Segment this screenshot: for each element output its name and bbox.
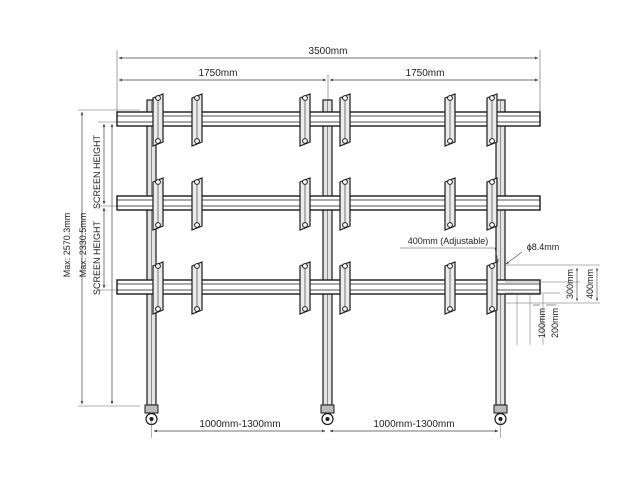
- leg-spacing-right-label: 1000mm-1300mm: [373, 419, 454, 430]
- screen-bracket: [299, 261, 311, 315]
- max-height-outer-label: Max: 2570.3mm: [62, 213, 72, 278]
- d400-label: 400mm: [585, 269, 595, 299]
- screen-bracket: [444, 93, 456, 147]
- half-width-right-label: 1750mm: [406, 68, 445, 79]
- screen-bracket: [299, 177, 311, 231]
- bottom-dimensions: 1000mm-1300mm 1000mm-1300mm: [151, 419, 501, 438]
- rail-bottom: [116, 279, 541, 295]
- top-dimensions: 3500mm 1750mm 1750mm: [116, 46, 541, 112]
- screen-bracket: [152, 93, 164, 147]
- mounting-frame: [116, 93, 541, 426]
- d200-label: 200mm: [550, 308, 560, 338]
- hole-diameter-label: ϕ8.4mm: [527, 242, 560, 252]
- screen-bracket: [299, 93, 311, 147]
- caster-left: [144, 404, 159, 426]
- half-width-left-label: 1750mm: [199, 68, 238, 79]
- screen-bracket: [152, 261, 164, 315]
- screen-bracket: [339, 177, 351, 231]
- screen-bracket: [486, 261, 498, 315]
- screen-height-lower-label: SCREEN HEIGHT: [92, 220, 102, 295]
- screen-bracket: [191, 93, 203, 147]
- screen-bracket: [191, 177, 203, 231]
- d300-label: 300mm: [565, 269, 575, 299]
- screen-bracket: [339, 93, 351, 147]
- rail-middle: [116, 195, 541, 211]
- caster-center: [320, 404, 335, 426]
- screen-bracket: [339, 261, 351, 315]
- total-width-label: 3500mm: [309, 46, 348, 57]
- screen-brackets: [152, 93, 498, 315]
- screen-bracket: [486, 177, 498, 231]
- screen-bracket: [191, 261, 203, 315]
- screen-bracket: [486, 93, 498, 147]
- d100-label: 100mm: [537, 308, 547, 338]
- leg-spacing-left-label: 1000mm-1300mm: [199, 419, 280, 430]
- max-height-inner-label: Max: 2330.5mm: [78, 213, 88, 278]
- screen-bracket: [444, 261, 456, 315]
- screen-height-upper-label: SCREEN HEIGHT: [92, 134, 102, 209]
- right-dimensions: 400mm (Adjustable) ϕ8.4mm 300mm 400mm 10…: [400, 236, 600, 345]
- left-dimensions: Max: 2570.3mm Max: 2330.5mm SCREEN HEIGH…: [62, 109, 140, 407]
- screen-bracket: [444, 177, 456, 231]
- adjustable-label: 400mm (Adjustable): [408, 236, 489, 246]
- rail-top: [116, 111, 541, 127]
- screen-bracket: [152, 177, 164, 231]
